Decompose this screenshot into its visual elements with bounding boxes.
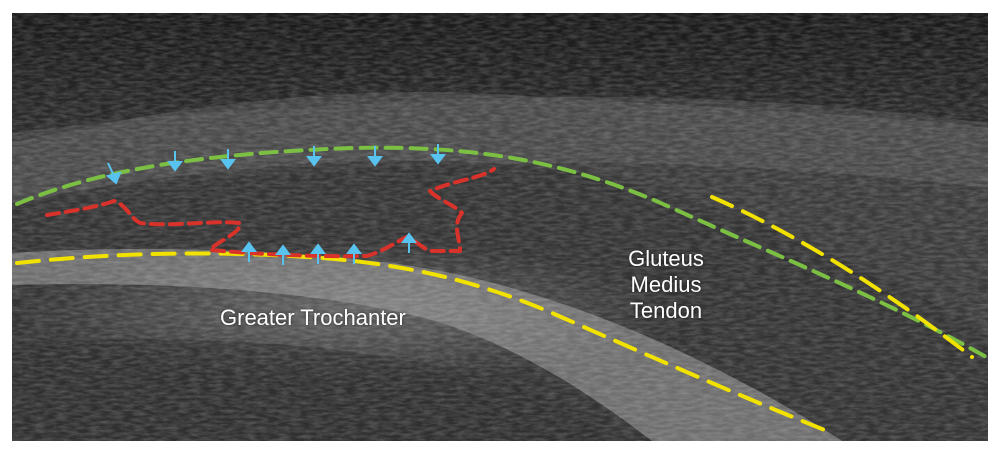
ultrasound-scan xyxy=(12,13,988,441)
arrow-up-icon xyxy=(346,243,362,264)
gluteus-medius-tendon-label-line: Tendon xyxy=(629,298,703,323)
arrows-up-group xyxy=(241,232,417,265)
arrow-down-icon xyxy=(367,146,383,167)
arrow-up-icon xyxy=(401,232,417,253)
speckle-texture xyxy=(12,13,988,441)
lesion-outline xyxy=(45,167,496,259)
arrow-up-icon xyxy=(310,243,326,264)
arrow-up-icon xyxy=(241,241,257,262)
arrow-down-icon xyxy=(220,149,236,170)
greater-trochanter-label: Greater Trochanter xyxy=(220,305,406,330)
deep-boundary-line xyxy=(15,251,834,435)
arrow-up-icon xyxy=(275,244,291,265)
arrows-down-group xyxy=(105,144,446,185)
gluteus-medius-tendon-label-line: Medius xyxy=(630,272,702,297)
deep-boundary-line-right xyxy=(710,195,974,359)
arrow-down-icon xyxy=(430,144,446,165)
gluteus-medius-tendon-label: Gluteus Medius Tendon xyxy=(610,246,722,324)
superficial-boundary-line xyxy=(15,145,988,360)
arrow-down-icon xyxy=(167,151,183,172)
gluteus-medius-tendon-label-line: Gluteus xyxy=(628,246,704,271)
ultrasound-image: Greater Trochanter Gluteus Medius Tendon xyxy=(12,13,988,441)
arrow-down-icon xyxy=(306,146,322,167)
arrow-down-icon xyxy=(105,162,122,185)
